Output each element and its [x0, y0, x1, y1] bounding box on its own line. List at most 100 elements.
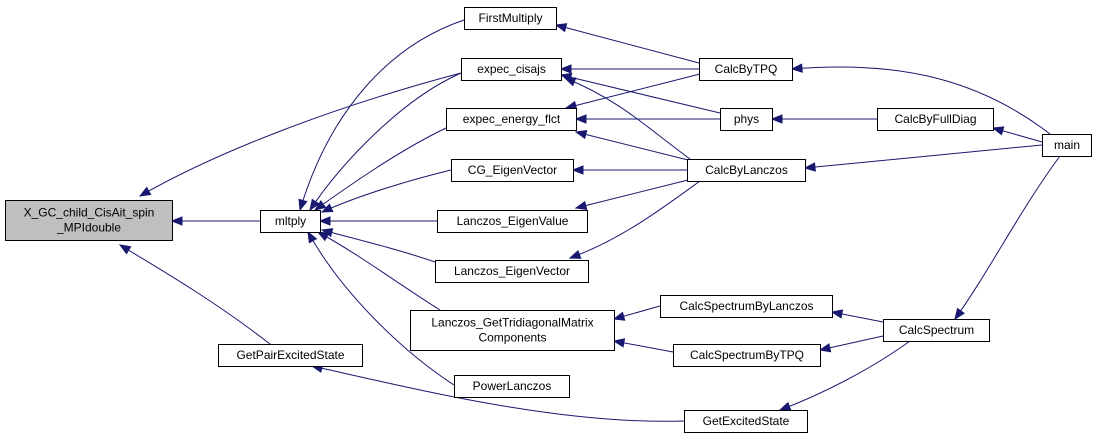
node-label-fulldiag: CalcByFullDiag [894, 112, 976, 126]
arrowhead-power-to-mltply [307, 230, 318, 244]
arrowhead-cisajs-to-mltply [309, 198, 320, 212]
node-root[interactable]: X_GC_child_CisAit_spin_MPIdouble [5, 200, 173, 241]
node-energy[interactable]: expec_energy_flct [446, 108, 577, 131]
node-lanczos[interactable]: CalcByLanczos [687, 159, 806, 182]
edge-spectrum-to-excited [779, 340, 911, 411]
edge-spectrum-to-spect [819, 335, 884, 351]
node-label-phys: phys [734, 112, 759, 126]
node-first[interactable]: FirstMultiply [464, 7, 557, 30]
arrowhead-first-to-mltply [298, 198, 308, 212]
edge-lvec-to-mltply [321, 229, 436, 263]
node-label-specl: CalcSpectrumByLanczos [679, 299, 813, 313]
node-box-excited[interactable] [684, 410, 808, 433]
edge-power-to-mltply [307, 231, 455, 386]
node-cisajs[interactable]: expec_cisajs [461, 58, 562, 81]
node-box-tridiag[interactable] [410, 310, 615, 351]
node-box-energy[interactable] [446, 108, 577, 131]
arrowhead-phys-to-energy [574, 114, 587, 124]
arrowhead-spectrum-to-specl [830, 309, 844, 319]
node-label-mltply: mltply [275, 214, 306, 228]
node-box-cisajs[interactable] [461, 58, 562, 81]
node-label-root-1: _MPIdouble [56, 221, 121, 235]
node-label-lvec: Lanczos_EigenVector [454, 264, 570, 278]
edge-tpq-to-first [555, 24, 700, 64]
arrowhead-specl-to-tridiag [612, 311, 626, 321]
edge-lanczos-to-lval [575, 179, 689, 209]
arrowhead-cisajs-to-root [138, 186, 152, 197]
edge-cg-to-mltply [321, 169, 452, 213]
edge-tpq-to-energy [565, 73, 701, 109]
node-main[interactable]: main [1042, 134, 1092, 157]
node-box-pair[interactable] [218, 344, 363, 367]
edge-phys-to-cisajs [560, 74, 721, 114]
edge-energy-to-mltply [314, 127, 447, 211]
arrowhead-tridiag-to-mltply [316, 231, 330, 242]
node-box-tpq[interactable] [699, 58, 793, 81]
node-box-fulldiag[interactable] [877, 108, 994, 131]
node-fulldiag[interactable]: CalcByFullDiag [877, 108, 994, 131]
node-label-energy: expec_energy_flct [463, 112, 561, 126]
arrowhead-pair-to-root [118, 244, 132, 255]
arrowhead-lval-to-mltply [318, 216, 331, 226]
edge-cisajs-to-mltply [309, 72, 462, 211]
edge-excited-to-pair [311, 365, 685, 422]
edge-lanczos-to-cisajs [564, 77, 691, 160]
node-excited[interactable]: GetExcitedState [684, 410, 808, 433]
arrowhead-tpq-to-first [554, 23, 568, 33]
node-box-phys[interactable] [720, 108, 773, 131]
node-box-mltply[interactable] [260, 210, 321, 233]
node-label-pair: GetPairExcitedState [236, 348, 344, 362]
edge-lanczos-to-lvec [569, 180, 701, 259]
node-box-spect[interactable] [673, 344, 821, 367]
node-box-lanczos[interactable] [687, 159, 806, 182]
arrowhead-main-to-spectrum [954, 307, 965, 321]
node-lvec[interactable]: Lanczos_EigenVector [435, 260, 589, 283]
edge-tridiag-to-mltply [317, 231, 441, 311]
node-spectrum[interactable]: CalcSpectrum [883, 319, 990, 342]
node-label-excited: GetExcitedState [703, 414, 790, 428]
arrowhead-spectrum-to-excited [778, 401, 792, 411]
node-phys[interactable]: phys [720, 108, 773, 131]
node-box-first[interactable] [464, 7, 557, 30]
node-label-first: FirstMultiply [478, 11, 542, 25]
node-label-tridiag-0: Lanczos_GetTridiagonalMatrix [431, 316, 593, 330]
node-tpq[interactable]: CalcByTPQ [699, 58, 793, 81]
node-label-lanczos: CalcByLanczos [705, 163, 788, 177]
node-mltply[interactable]: mltply [260, 210, 321, 233]
node-box-cg[interactable] [451, 159, 574, 182]
edge-pair-to-root [119, 244, 271, 345]
node-label-power: PowerLanczos [473, 379, 552, 393]
node-spect[interactable]: CalcSpectrumByTPQ [673, 344, 821, 367]
arrowhead-lanczos-to-lvec [568, 249, 582, 259]
node-specl[interactable]: CalcSpectrumByLanczos [660, 295, 833, 318]
graph-nodes: X_GC_child_CisAit_spin_MPIdouble mltplyGe… [5, 7, 1092, 433]
arrowhead-mltply-to-root [170, 216, 183, 226]
node-box-lvec[interactable] [435, 260, 589, 283]
arrowhead-energy-to-mltply [313, 200, 327, 211]
node-box-power[interactable] [454, 375, 570, 398]
node-label-root-0: X_GC_child_CisAit_spin [24, 206, 155, 220]
node-power[interactable]: PowerLanczos [454, 375, 570, 398]
arrowhead-tpq-to-cisajs [559, 64, 572, 74]
arrowhead-lanczos-to-energy [574, 129, 588, 140]
node-box-lval[interactable] [437, 210, 588, 233]
node-box-main[interactable] [1042, 134, 1092, 157]
graph-edges [118, 19, 1061, 422]
node-box-root[interactable] [5, 200, 173, 241]
node-box-specl[interactable] [660, 295, 833, 318]
node-box-spectrum[interactable] [883, 319, 990, 342]
edge-main-to-tpq [791, 66, 1051, 135]
node-label-main: main [1054, 138, 1080, 152]
node-cg[interactable]: CG_EigenVector [451, 159, 574, 182]
arrowhead-lanczos-to-cg [571, 165, 584, 175]
arrowhead-main-to-lanczos [803, 162, 816, 172]
arrowhead-spect-to-tridiag [612, 338, 626, 348]
arrowhead-lanczos-to-lval [574, 200, 588, 211]
node-label-cg: CG_EigenVector [468, 163, 557, 177]
node-pair[interactable]: GetPairExcitedState [218, 344, 363, 367]
arrowhead-main-to-fulldiag [991, 126, 1005, 136]
node-lval[interactable]: Lanczos_EigenValue [437, 210, 588, 233]
node-label-cisajs: expec_cisajs [477, 62, 546, 76]
arrowhead-spectrum-to-spect [818, 343, 832, 353]
